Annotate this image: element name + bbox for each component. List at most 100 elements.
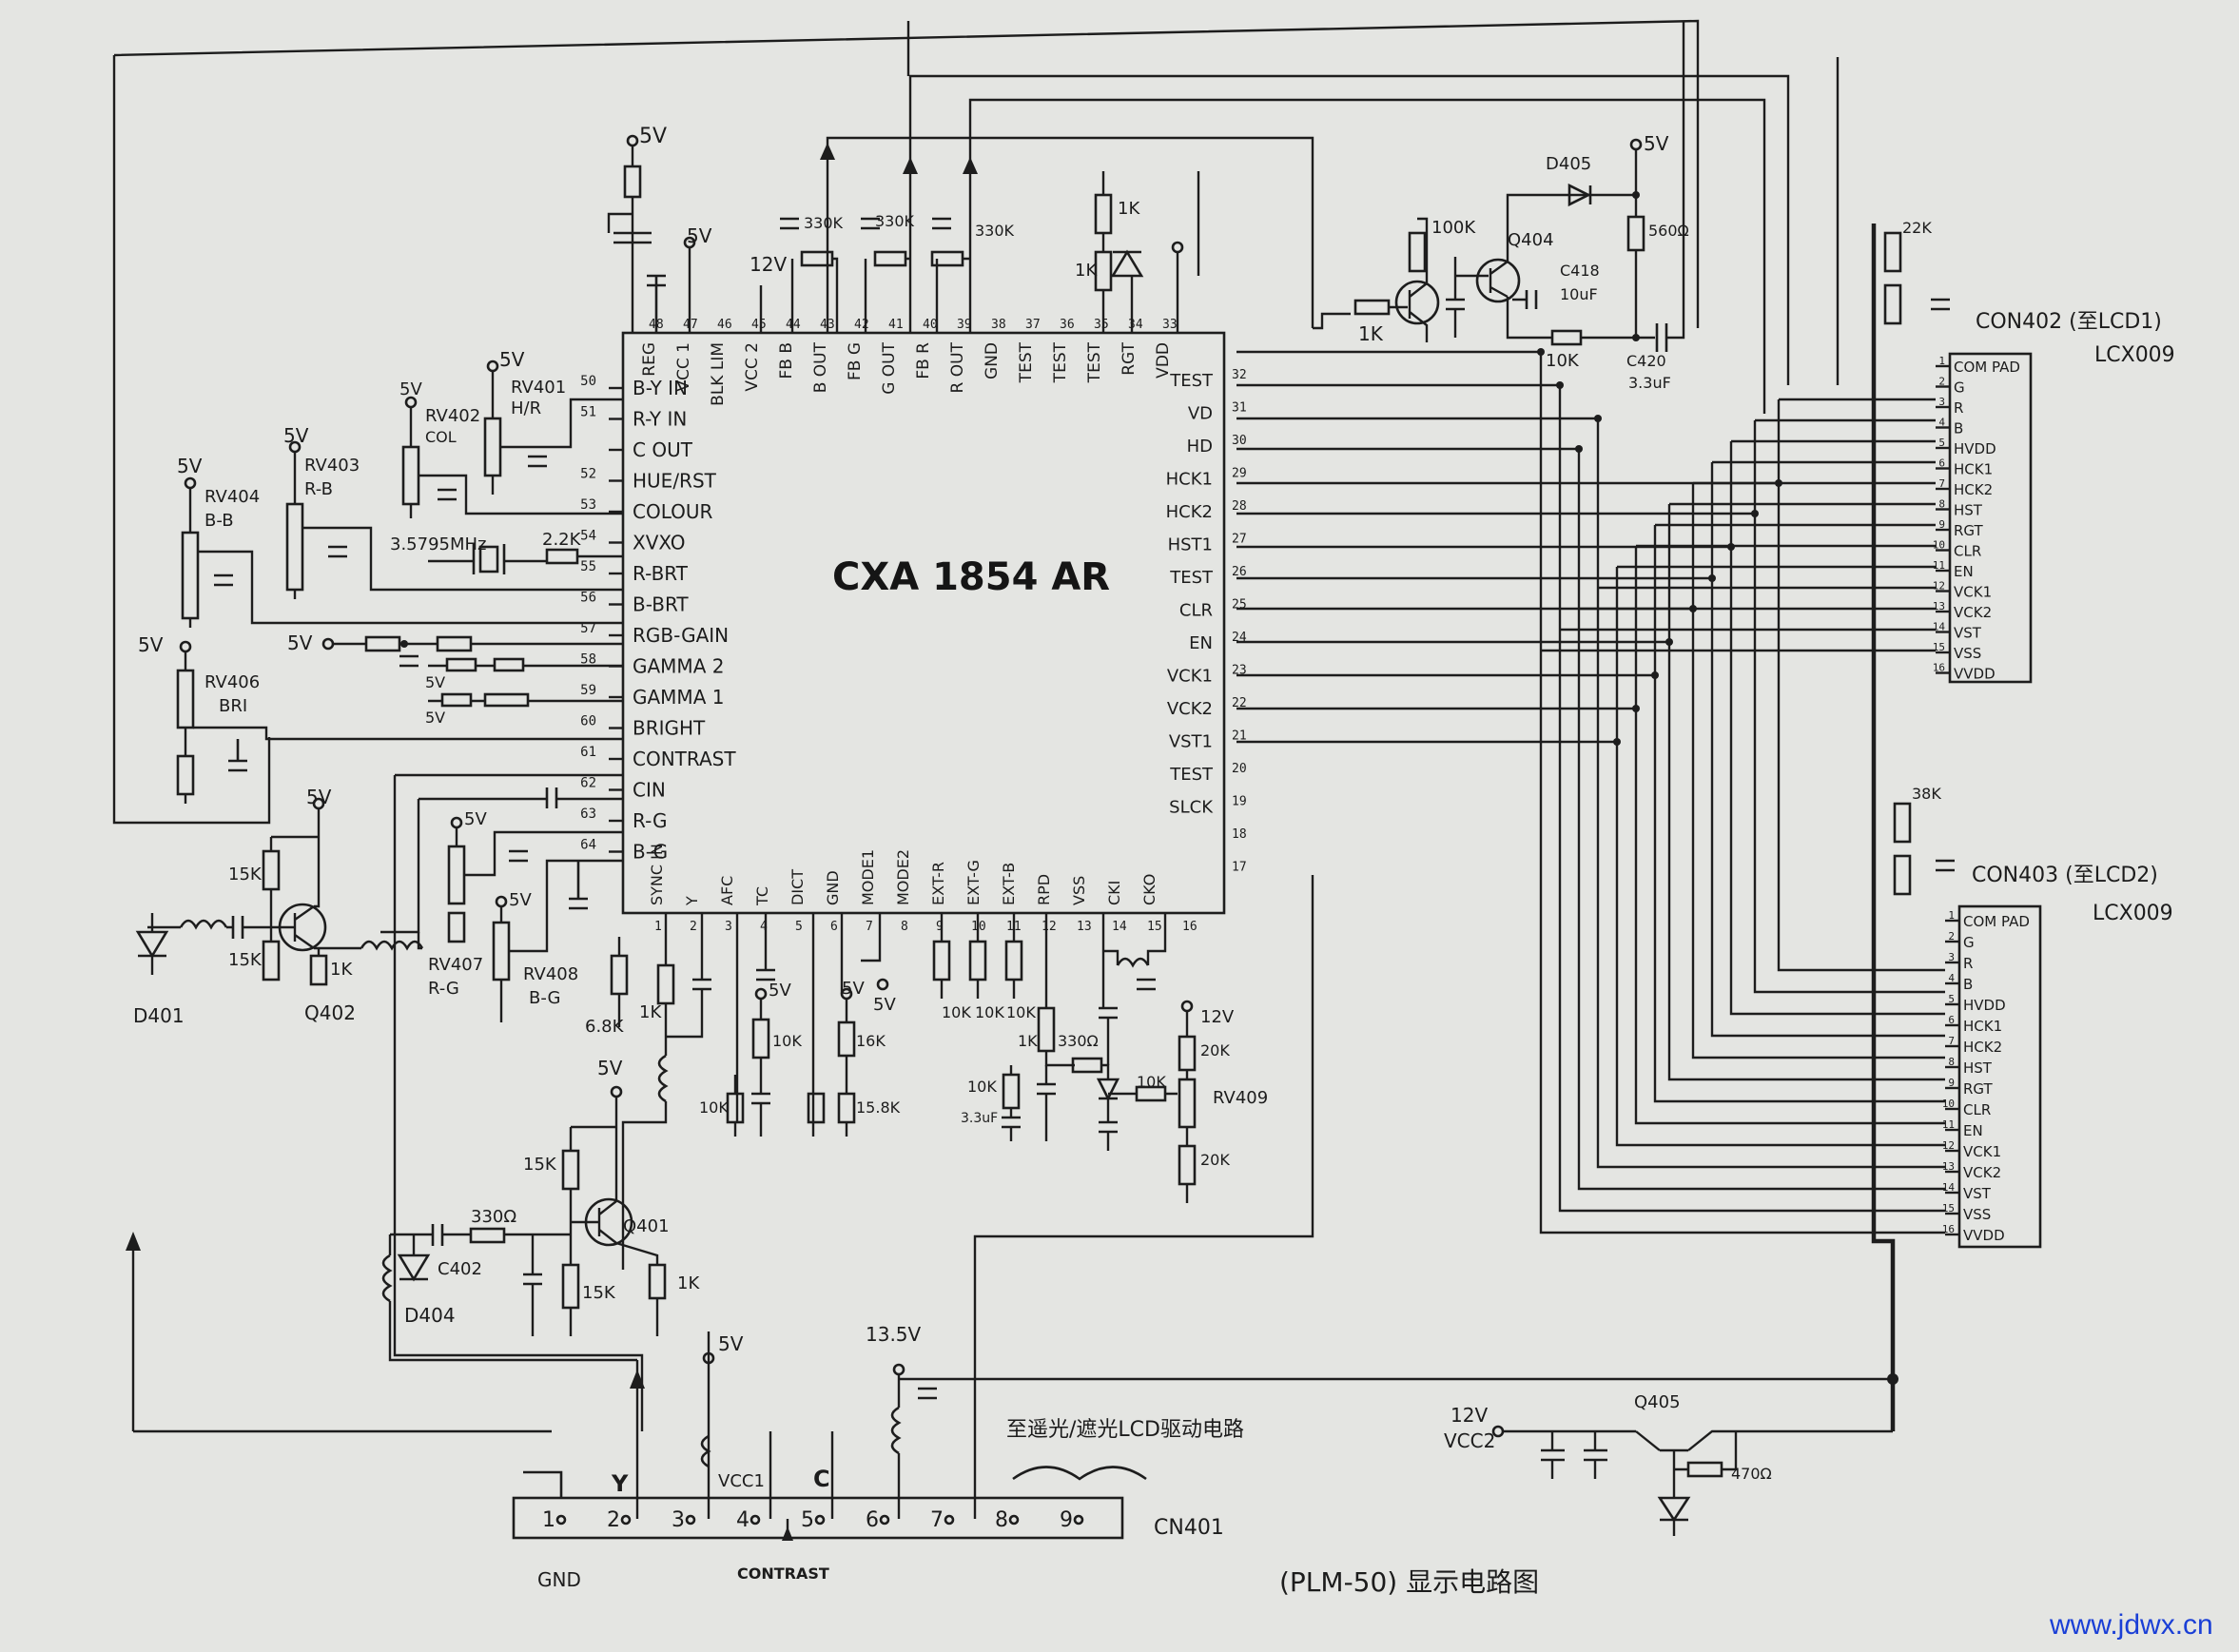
svg-text:10K: 10K: [975, 1003, 1004, 1021]
chip-pin-number: 41: [888, 318, 904, 332]
chip-pin-number: 58: [580, 652, 596, 668]
svg-text:Q404: Q404: [1508, 230, 1554, 250]
chip-pin-number: 42: [854, 318, 869, 332]
chip-pin-label: TEST: [1169, 371, 1214, 391]
connector-pin-number: 4: [1948, 972, 1955, 984]
chip-pin-number: 20: [1232, 762, 1247, 776]
chip-pin-number: 5: [795, 920, 803, 934]
connector-pin-number: 16: [1942, 1223, 1955, 1235]
cn401-pin-number: 3: [672, 1508, 685, 1532]
svg-text:10K: 10K: [1546, 351, 1580, 371]
svg-text:12V: 12V: [1450, 1404, 1488, 1427]
chip-pin-label: TEST: [1017, 341, 1036, 383]
con402-title: CON402 (至LCD1): [1976, 310, 2162, 334]
svg-text:Y: Y: [611, 1470, 629, 1497]
chip-pin-label: XVXO: [633, 532, 686, 554]
connector-pin-label: HCK2: [1954, 481, 1993, 498]
chip-pin-label: VDD: [1154, 342, 1173, 379]
chip-pin-number: 53: [580, 497, 596, 513]
chip-pin-number: 7: [866, 920, 873, 934]
connector-pin-number: 12: [1942, 1139, 1955, 1152]
svg-text:15.8K: 15.8K: [856, 1098, 901, 1117]
chip-pin-number: 45: [751, 318, 767, 332]
svg-text:R-B: R-B: [304, 479, 333, 499]
chip-pin-label: EN: [1189, 633, 1213, 653]
cn401-gnd-label: GND: [537, 1568, 581, 1591]
svg-text:20K: 20K: [1200, 1041, 1230, 1059]
chip-pin-number: 62: [580, 776, 596, 791]
connector-pin-number: 2: [1938, 376, 1945, 388]
cn401-pin-number: 5: [801, 1508, 814, 1532]
chip-pin-label: FB G: [846, 342, 865, 380]
svg-text:15K: 15K: [523, 1155, 557, 1175]
connector-pin-label: HVDD: [1954, 440, 1996, 457]
svg-text:3.3uF: 3.3uF: [961, 1111, 998, 1126]
connector-pin-label: HCK1: [1954, 461, 1993, 478]
cn401-pin-number: 8: [995, 1508, 1008, 1532]
chip-pin-number: 3: [725, 920, 732, 934]
chip-pin-label: VCC 1: [674, 342, 693, 392]
chip-pin-label: GAMMA 2: [633, 655, 724, 678]
svg-text:C402: C402: [438, 1259, 482, 1279]
svg-text:RV409: RV409: [1213, 1088, 1268, 1108]
chip-pin-number: 55: [580, 559, 596, 574]
chip-pin-number: 13: [1077, 920, 1092, 934]
connector-pin-number: 10: [1942, 1098, 1955, 1110]
connector-pin-number: 7: [1948, 1035, 1955, 1047]
chip-pin-label: TEST: [1051, 341, 1070, 383]
cn401-pin-number: 9: [1060, 1508, 1073, 1532]
svg-text:B-B: B-B: [204, 511, 234, 531]
svg-text:VCC2: VCC2: [1444, 1429, 1495, 1452]
svg-text:330K: 330K: [975, 222, 1015, 240]
cn401-pin-number: 1: [542, 1508, 555, 1532]
svg-text:1K: 1K: [1358, 322, 1384, 345]
chip-pin-label: B OUT: [811, 341, 830, 393]
connector-pin-label: HCK2: [1963, 1039, 2002, 1056]
chip-name: CXA 1854 AR: [832, 555, 1110, 599]
chip-pin-label: HUE/RST: [633, 470, 717, 493]
svg-text:1K: 1K: [1118, 199, 1140, 219]
chip-pin-label: RGT: [1120, 341, 1139, 375]
svg-text:330Ω: 330Ω: [471, 1207, 516, 1227]
svg-text:10uF: 10uF: [1560, 285, 1598, 303]
svg-text:1K: 1K: [639, 1002, 662, 1022]
chip-pin-number: 4: [760, 920, 768, 934]
svg-text:15K: 15K: [228, 950, 263, 970]
svg-text:6.8K: 6.8K: [585, 1017, 625, 1037]
svg-text:1K: 1K: [677, 1273, 700, 1293]
chip-pin-label: RGB-GAIN: [633, 624, 729, 647]
connector-pin-label: VCK1: [1954, 584, 1992, 601]
svg-text:Q401: Q401: [623, 1216, 670, 1236]
chip-pin-number: 1: [654, 920, 662, 934]
chip-right-pins: 32TEST31VD30HD29HCK128HCK227HST126TEST25…: [1166, 368, 1247, 875]
chip-pin-number: 17: [1232, 861, 1247, 875]
connector-pin-number: 5: [1938, 437, 1945, 449]
chip-pin-number: 28: [1232, 499, 1247, 514]
connector-pin-label: B: [1954, 420, 1963, 437]
chip-pin-number: 38: [991, 318, 1006, 332]
connector-pin-label: VCK2: [1954, 604, 1992, 621]
chip-pin-label: SLCK: [1169, 798, 1214, 818]
svg-text:5V: 5V: [177, 455, 203, 477]
svg-text:100K: 100K: [1431, 218, 1476, 238]
connector-pin-number: 16: [1933, 662, 1945, 674]
svg-text:5V: 5V: [1644, 132, 1669, 155]
chip-pin-label: HCK2: [1166, 502, 1213, 522]
connector-pin-number: 15: [1933, 641, 1945, 653]
chip-pin-number: 52: [580, 467, 596, 482]
connector-pin-label: EN: [1963, 1122, 1983, 1139]
chip-pin-label: R-Y IN: [633, 408, 687, 431]
svg-text:5V: 5V: [138, 633, 164, 656]
chip-pin-number: 22: [1232, 696, 1247, 710]
svg-text:2.2K: 2.2K: [542, 530, 582, 550]
cn401-note: 至遥光/遮光LCD驱动电路: [1006, 1418, 1244, 1442]
connector-pin-label: VCK2: [1963, 1164, 2001, 1181]
svg-text:560Ω: 560Ω: [1648, 222, 1689, 240]
svg-text:C: C: [813, 1466, 830, 1492]
svg-text:BRI: BRI: [219, 696, 247, 716]
